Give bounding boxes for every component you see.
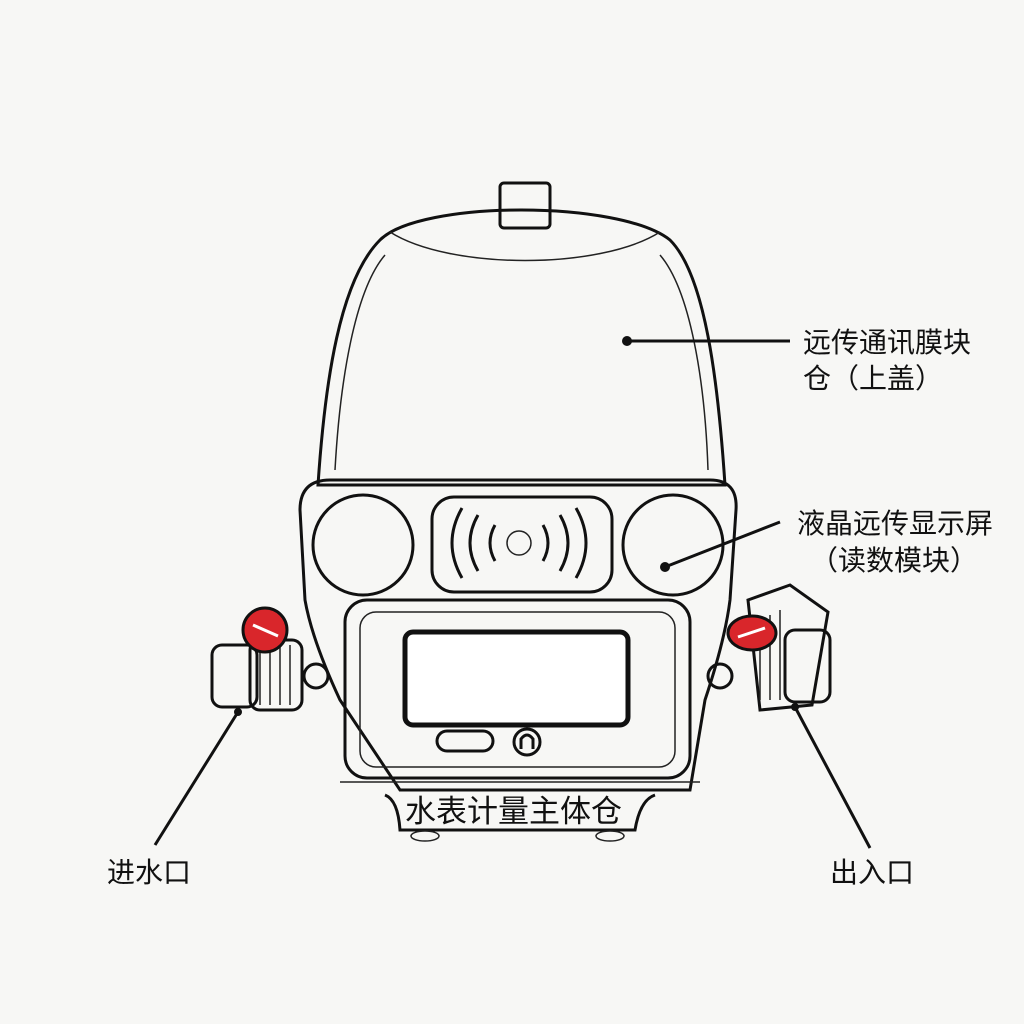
leader-line-display xyxy=(664,520,781,569)
label-display-line2: （读数模块） xyxy=(810,544,978,577)
left-round-window xyxy=(311,493,415,597)
main-body xyxy=(298,478,738,792)
label-top-cover-line1: 远传通讯膜块 xyxy=(803,326,971,359)
body-label-plate xyxy=(384,793,656,832)
wireless-signal-icon xyxy=(450,507,588,579)
lcd-screen xyxy=(402,629,631,728)
top-tab xyxy=(498,181,552,230)
button-oval xyxy=(435,729,495,753)
label-main-body: 水表计量主体仓 xyxy=(405,794,622,830)
leader-line-inlet xyxy=(153,711,240,846)
label-inlet: 进水口 xyxy=(107,856,191,889)
label-top-cover-line2: 仓（上盖） xyxy=(803,362,943,395)
top-cover xyxy=(316,181,727,487)
wireless-module-panel xyxy=(430,495,614,594)
inlet-fitting xyxy=(210,606,330,716)
label-outlet: 出入口 xyxy=(830,856,914,889)
magnet-icon xyxy=(512,727,542,757)
display-frame xyxy=(343,598,692,780)
label-display-line1: 液晶远传显示屏 xyxy=(797,507,993,540)
outlet-fitting xyxy=(706,583,832,712)
leader-line-outlet xyxy=(793,706,872,849)
right-round-window xyxy=(621,493,725,597)
